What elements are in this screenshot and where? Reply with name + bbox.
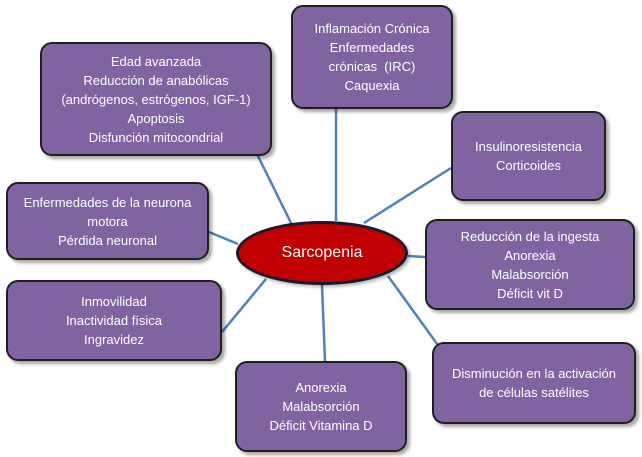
connector-neurona: [208, 230, 239, 246]
node-text-line: Disfunción mitocondrial: [88, 129, 224, 145]
connector-edad: [255, 153, 294, 226]
node-text-line: de células satélites: [479, 385, 589, 400]
node-text-line: motora: [87, 213, 128, 229]
node-text-line: crónicas (IRC): [328, 59, 416, 74]
node-inflamacion-cronica: Inflamación Crónica Enfermedades crónica…: [291, 5, 453, 109]
node-text-line: Reducción de anabólicas: [83, 72, 229, 88]
node-text-line: Disminución en la activación: [451, 366, 617, 381]
center-node-sarcopenia: Sarcopenia: [236, 221, 408, 285]
node-text-line: Malabsorción: [282, 399, 360, 414]
node-text-line: Déficit Vitamina D: [269, 418, 373, 433]
node-text-line: Inmovilidad: [81, 294, 147, 309]
node-insulinoresistencia: Insulinoresistencia Corticoides: [451, 111, 606, 201]
node-text-line: Caquexia: [344, 78, 400, 93]
node-anorexia: Anorexia Malabsorción Déficit Vitamina D: [235, 361, 407, 452]
node-text-line: Anorexia: [295, 380, 347, 395]
node-disminucion-celulas-satelites: Disminución en la activación de células …: [432, 342, 636, 424]
node-text-line: Insulinoresistencia: [475, 139, 582, 154]
node-text-line: Enfermedades de la neurona: [23, 194, 192, 210]
connector-reduccion: [407, 254, 426, 259]
node-reduccion-ingesta: Reducción de la ingesta Anorexia Malabso…: [425, 219, 635, 310]
node-text-line: Déficit vit D: [497, 285, 563, 301]
node-text-line: Inflamación Crónica: [314, 21, 430, 36]
node-text-line: Edad avanzada: [110, 53, 202, 69]
node-text-line: Malabsorción: [491, 266, 569, 282]
node-inmovilidad: Inmovilidad Inactividad física Ingravide…: [6, 280, 222, 361]
connector-anorexia: [320, 284, 327, 362]
node-text-line: (andrógenos, estrógenos, IGF-1): [61, 91, 251, 107]
node-text-line: Enfermedades: [329, 40, 415, 55]
node-text-line: Anorexia: [504, 247, 556, 263]
node-text-line: Pérdida neuronal: [57, 232, 158, 248]
connector-inmovilidad: [221, 278, 267, 333]
node-text-line: Reducción de la ingesta: [460, 228, 600, 244]
node-text-line: Ingravidez: [84, 332, 144, 347]
node-enfermedades-neurona-motora: Enfermedades de la neurona motora Pérdid…: [6, 182, 209, 260]
node-text-line: Corticoides: [495, 158, 562, 173]
connector-disminucion: [386, 275, 442, 349]
node-text-line: Apoptosis: [127, 110, 185, 126]
node-edad-avanzada: Edad avanzada Reducción de anabólicas (a…: [40, 42, 272, 156]
node-text-line: Inactividad física: [65, 313, 163, 328]
center-label: Sarcopenia: [281, 244, 363, 261]
connector-insulino: [363, 166, 452, 225]
